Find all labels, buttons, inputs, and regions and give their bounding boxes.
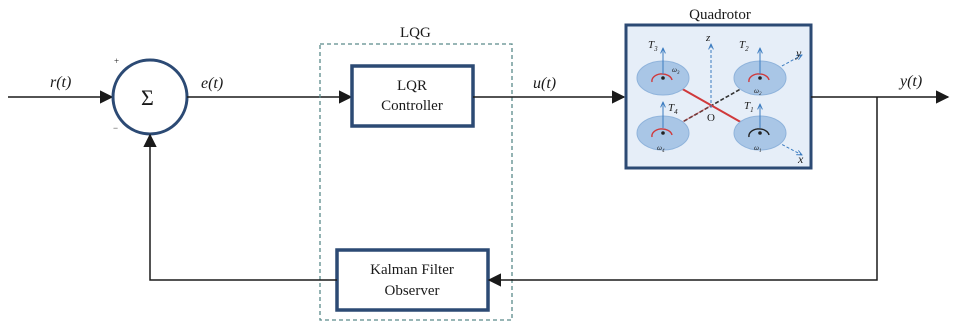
minus-sign: − (113, 123, 118, 133)
sigma-symbol: Σ (141, 85, 154, 110)
kalman-line1: Kalman Filter (370, 262, 454, 278)
feedback-to-kalman (487, 97, 878, 287)
lqr-line1: LQR (397, 78, 427, 94)
omega-label-3: ω3 (672, 66, 680, 76)
plus-sign: + (114, 56, 119, 66)
signal-r-label: r(t) (50, 74, 71, 91)
omega-label-2: ω2 (754, 87, 762, 97)
thrust-label-1: T1 (744, 100, 754, 114)
quadrotor-title: Quadrotor (689, 7, 751, 23)
signal-y-label: y(t) (898, 73, 922, 90)
omega-label-1: ω1 (754, 144, 761, 154)
quadrotor-block (624, 23, 813, 170)
lqr-controller-block (350, 64, 475, 128)
thrust-label-4: T4 (668, 102, 678, 116)
lqg-title: LQG (400, 25, 431, 41)
lqg-group-boundary (319, 43, 513, 321)
axis-y-label: y (795, 46, 802, 60)
axis-x-label: x (797, 152, 804, 166)
axis-z-label: z (705, 32, 711, 44)
thrust-label-3: T3 (648, 39, 658, 53)
kalman-filter-block (335, 248, 490, 312)
feedback-to-sum (143, 133, 337, 281)
origin-label: O (707, 112, 715, 124)
signal-e-label: e(t) (201, 75, 223, 92)
signal-u-label: u(t) (533, 75, 556, 92)
omega-label-4: ω4 (657, 144, 665, 154)
lqr-line2: Controller (381, 98, 443, 114)
thrust-label-2: T2 (739, 39, 749, 53)
kalman-line2: Observer (385, 283, 440, 299)
